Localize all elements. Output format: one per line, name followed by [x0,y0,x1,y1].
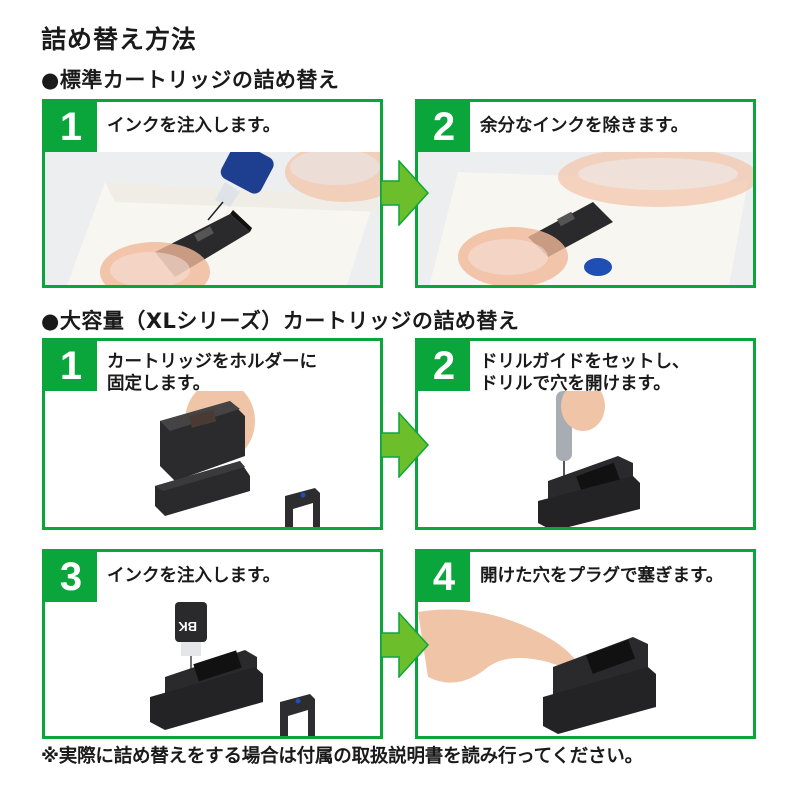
step-panel-xl-1: 1 カートリッジをホルダーに 固定します。 [42,338,383,530]
footnote: ※実際に詰め替えをする場合は付属の取扱説明書を読み行ってください。 [41,746,643,767]
step-instruction: 開けた穴をプラグで塞ぎます。 [480,566,724,586]
svg-text:BK: BK [178,619,197,634]
photo-wiping-excess-ink [418,147,753,285]
page-title: 詰め替え方法 [41,25,198,54]
section-title-xl: ●大容量（XLシリーズ）カートリッジの詰め替え [41,309,520,333]
step-number-badge: 4 [418,552,470,602]
step-panel-xl-2: 2 ドリルガイドをセットし、 ドリルで穴を開けます。 [415,338,756,530]
step-instruction: インクを注入します。 [107,116,281,136]
section-title-standard: ●標準カートリッジの詰め替え [41,68,340,92]
arrow-right-icon [380,612,430,678]
step-panel-standard-2: 2 余分なインクを除きます。 [415,99,756,288]
step-instruction: インクを注入します。 [107,566,281,586]
arrow-right-icon [380,412,430,478]
photo-drilling-hole [418,381,753,527]
photo-injecting-ink-bk: BK [45,602,380,736]
photo-cartridge-in-holder [45,381,380,527]
step-number-badge: 3 [45,552,97,602]
step-number-badge: 2 [418,341,470,391]
step-panel-xl-3: BK 3 インクを注入します。 [42,549,383,739]
step-panel-xl-4: 4 開けた穴をプラグで塞ぎます。 [415,549,756,739]
step-instruction: 余分なインクを除きます。 [480,116,689,136]
step-number-badge: 2 [418,102,470,152]
photo-injecting-ink [45,142,380,285]
step-number-badge: 1 [45,102,97,152]
photo-sealing-with-plug [418,602,753,736]
step-instruction: ドリルガイドをセットし、 ドリルで穴を開けます。 [480,352,690,394]
step-number-badge: 1 [45,341,97,391]
arrow-right-icon [380,160,430,226]
step-panel-standard-1: 1 インクを注入します。 [42,99,383,288]
step-instruction: カートリッジをホルダーに 固定します。 [107,352,317,394]
